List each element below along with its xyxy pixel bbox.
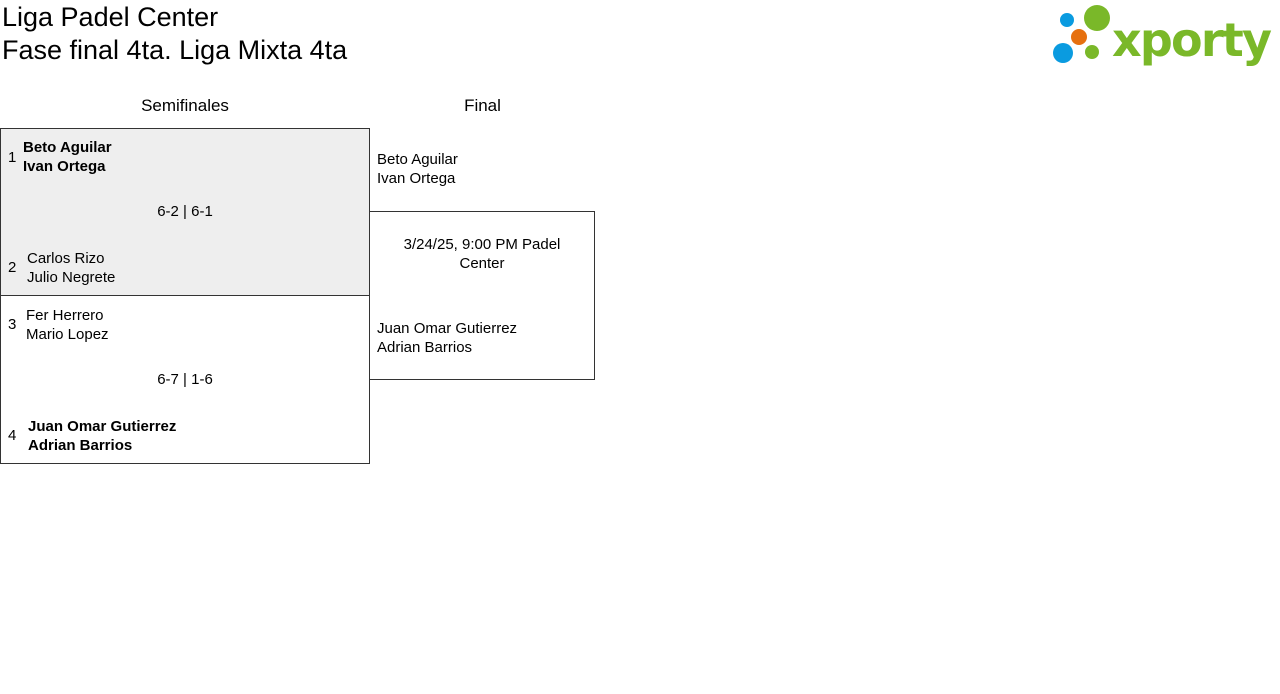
round-header-semifinales: Semifinales xyxy=(141,96,229,115)
player-name: Juan Omar Gutierrez xyxy=(28,418,177,435)
player-name: Mario Lopez xyxy=(26,326,109,343)
player-name: Ivan Ortega xyxy=(23,158,106,175)
seed: 2 xyxy=(8,259,17,276)
player-name: Beto Aguilar xyxy=(377,151,458,168)
match-schedule: 3/24/25, 9:00 PM Padel Center xyxy=(403,236,561,272)
final-match[interactable]: 3/24/25, 9:00 PM Padel Center Juan Omar … xyxy=(369,211,595,380)
team-winner[interactable]: Juan Omar Gutierrez Adrian Barrios xyxy=(28,417,176,455)
match-score: 6-2 | 6-1 xyxy=(157,203,213,220)
stage-title: Fase final 4ta. Liga Mixta 4ta xyxy=(2,35,348,65)
seed: 1 xyxy=(8,149,17,166)
team[interactable]: Carlos Rizo Julio Negrete xyxy=(27,249,115,287)
player-name: Adrian Barrios xyxy=(377,339,473,356)
final-team-1[interactable]: Beto Aguilar Ivan Ortega xyxy=(377,150,458,188)
xporty-logo: xporty xyxy=(1053,5,1272,66)
player-name: Beto Aguilar xyxy=(23,139,112,156)
player-name: Julio Negrete xyxy=(27,269,116,286)
final-team-2[interactable]: Juan Omar Gutierrez Adrian Barrios xyxy=(377,319,517,357)
semifinal-match-1[interactable]: 1 Beto Aguilar Ivan Ortega 6-2 | 6-1 2 C… xyxy=(0,128,370,296)
player-name: Adrian Barrios xyxy=(28,437,133,454)
svg-text:xporty: xporty xyxy=(1112,13,1272,66)
round-header-final: Final xyxy=(464,96,501,115)
team-winner[interactable]: Beto Aguilar Ivan Ortega xyxy=(23,138,112,176)
semifinal-match-2[interactable]: 3 Fer Herrero Mario Lopez 6-7 | 1-6 4 Ju… xyxy=(0,295,370,464)
seed: 3 xyxy=(8,316,17,333)
match-score: 6-7 | 1-6 xyxy=(157,371,213,388)
player-name: Carlos Rizo xyxy=(27,250,105,267)
club-title: Liga Padel Center xyxy=(2,2,219,32)
seed: 4 xyxy=(8,427,17,444)
player-name: Ivan Ortega xyxy=(377,170,456,187)
player-name: Juan Omar Gutierrez xyxy=(377,320,518,337)
player-name: Fer Herrero xyxy=(26,307,104,324)
team[interactable]: Fer Herrero Mario Lopez xyxy=(26,306,109,344)
